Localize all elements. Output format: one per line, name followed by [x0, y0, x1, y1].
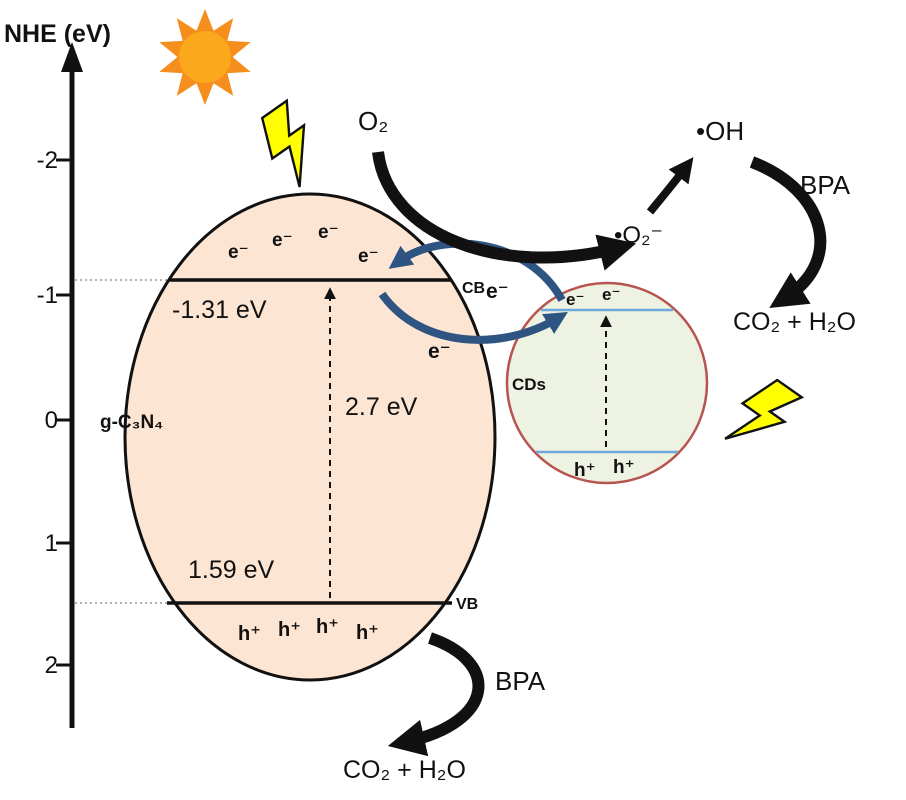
bpa-degradation-arrow-right — [749, 156, 827, 308]
bandgap-label: 2.7 eV — [345, 393, 418, 421]
hole-label: h⁺ — [356, 622, 379, 644]
electron-label: e⁻ — [272, 230, 293, 251]
electron-transfer-arrow-bottom — [378, 291, 568, 344]
lightning-icon-right — [724, 378, 805, 440]
electron-label: e⁻ — [358, 246, 379, 267]
vb-energy-label: 1.59 eV — [188, 556, 275, 584]
hydroxyl-label: •OH — [696, 116, 744, 146]
transfer-electron-label: e⁻ — [486, 280, 509, 303]
axis-tick-label: 1 — [45, 530, 58, 557]
bpa-label-right: BPA — [800, 170, 851, 200]
gcn4-label: g-C₃N₄ — [100, 412, 163, 433]
gcn4-ellipse — [123, 192, 497, 682]
cb-energy-label: -1.31 eV — [172, 296, 267, 324]
electron-label: e⁻ — [318, 222, 339, 243]
axis-tick-label: 0 — [45, 407, 58, 434]
mineralization-label-bottom: CO₂ + H₂O — [343, 756, 466, 784]
cb-label: CB — [462, 280, 485, 297]
axis-title: NHE (eV) — [4, 20, 111, 48]
hole-label: h⁺ — [238, 623, 261, 645]
sun-icon — [159, 9, 251, 105]
axis-arrow-icon — [61, 42, 83, 72]
hole-label: h⁺ — [316, 616, 339, 638]
vb-label: VB — [456, 596, 478, 613]
cds-hole-label: h⁺ — [613, 457, 635, 478]
cds-label: CDs — [512, 375, 546, 394]
mineralization-label-right: CO₂ + H₂O — [733, 308, 856, 336]
axis-tick-label: 2 — [45, 652, 58, 679]
axis-tick-label: -2 — [37, 147, 58, 174]
o2-reduction-arrow — [372, 151, 637, 271]
oxygen-label: O₂ — [358, 106, 388, 136]
cds-electron-label: e⁻ — [566, 290, 584, 309]
cds-hole-label: h⁺ — [574, 460, 596, 481]
bpa-degradation-arrow-bottom — [387, 632, 485, 757]
superoxide-label: •O₂⁻ — [614, 222, 663, 249]
superoxide-to-hydroxyl-arrow — [646, 157, 694, 215]
transfer-electron-label: e⁻ — [428, 340, 451, 363]
lightning-icon-left — [260, 98, 306, 188]
electron-label: e⁻ — [228, 242, 249, 263]
hole-label: h⁺ — [278, 619, 301, 641]
cds-electron-label: e⁻ — [602, 285, 620, 304]
bpa-label-bottom: BPA — [495, 666, 546, 696]
axis-tick-label: -1 — [37, 282, 58, 309]
